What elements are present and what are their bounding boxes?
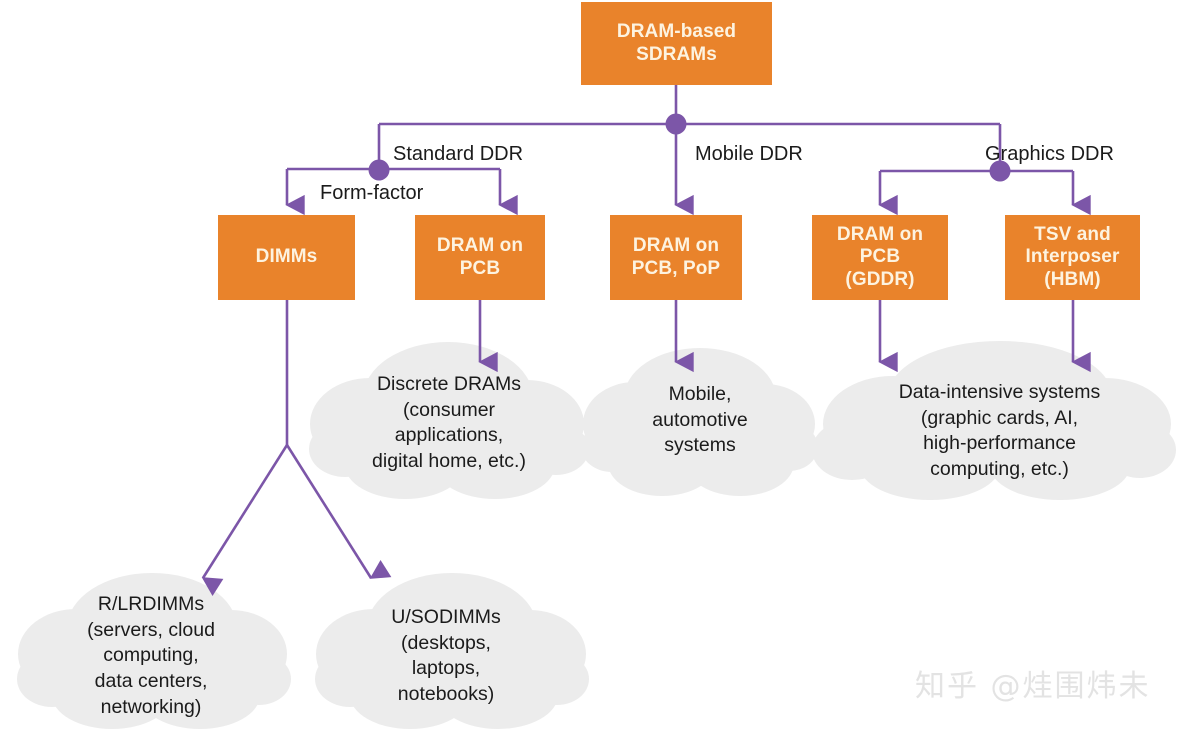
cloud-label-mobile-automotive: Mobile, automotive systems	[652, 383, 748, 457]
node-box-tsv-interposer-hbm[interactable]: TSV and Interposer (HBM)	[1005, 215, 1140, 300]
junction-dot-main	[665, 113, 687, 135]
junction-dot-graphics-ddr	[989, 160, 1011, 182]
cloud-shape-rlrdimms	[17, 573, 291, 729]
cloud-shape-mobile-automotive	[581, 348, 818, 496]
node-box-dram-on-pcb-gddr[interactable]: DRAM on PCB (GDDR)	[812, 215, 948, 300]
cloud-shape-discrete-drams	[309, 342, 589, 499]
edge-label-mobile-ddr: Mobile DDR	[695, 143, 803, 165]
cloud-label-rlrdimms: R/LRDIMMs (servers, cloud computing, dat…	[87, 593, 215, 718]
cloud-label-data-intensive: Data-intensive systems (graphic cards, A…	[898, 381, 1101, 481]
cloud-label-usodimms: U/SODIMMs (desktops, laptops, notebooks)	[391, 606, 501, 706]
node-box-dram-on-pcb-pop[interactable]: DRAM on PCB, PoP	[610, 215, 742, 300]
node-box-dimms[interactable]: DIMMs	[218, 215, 355, 300]
cloud-shape-data-intensive	[812, 341, 1176, 500]
wire-dimms-to-rlrdimms	[201, 444, 289, 597]
junction-dots	[368, 113, 1011, 182]
edge-label-form-factor: Form-factor	[320, 182, 424, 204]
node-box-dram-on-pcb[interactable]: DRAM on PCB	[415, 215, 545, 300]
node-box-root[interactable]: DRAM-based SDRAMs	[581, 2, 772, 85]
junction-dot-standard-ddr	[368, 159, 390, 181]
watermark: 知乎 @烓围炜未	[915, 669, 1151, 704]
edge-label-standard-ddr: Standard DDR	[393, 143, 524, 165]
cloud-shape-usodimms	[315, 573, 589, 729]
cloud-label-discrete-drams: Discrete DRAMs (consumer applications, d…	[372, 373, 526, 473]
wire-dimms-to-usodimms	[285, 444, 392, 579]
edge-label-graphics-ddr: Graphics DDR	[985, 143, 1114, 165]
